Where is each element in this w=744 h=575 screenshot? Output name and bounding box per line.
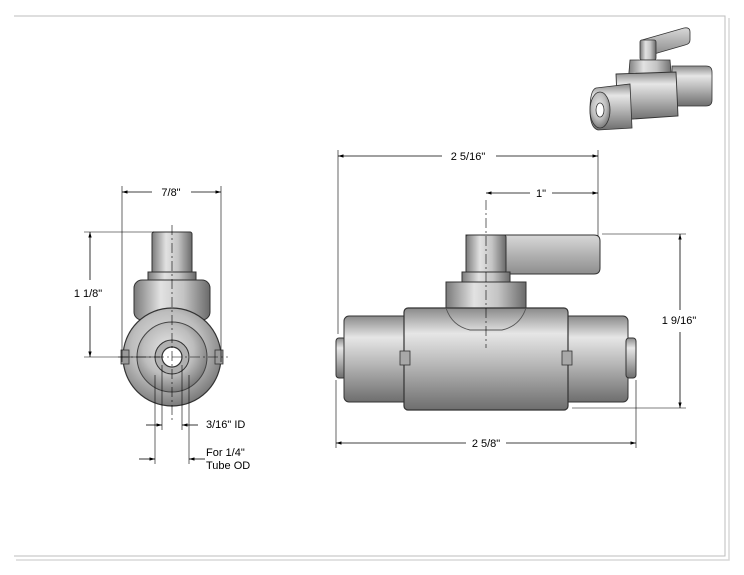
front-body — [403, 307, 569, 411]
front-right-tube-stub — [625, 337, 637, 379]
front-body-tab-left — [399, 350, 411, 366]
front-body-tab-right — [561, 350, 573, 366]
dim-overall-height — [572, 233, 686, 409]
dim-side-height — [84, 231, 160, 358]
iso-stem — [639, 39, 657, 61]
dim-inner-diameter — [146, 365, 198, 430]
dim-tube-od-label-line2: Tube OD — [206, 460, 250, 472]
frame-shadow — [16, 18, 730, 561]
side-view — [118, 225, 228, 420]
iso-port-bore — [595, 102, 605, 118]
dim-overall-height-label: 1 9/16" — [662, 315, 697, 327]
dim-overall-top-label: 2 5/16" — [451, 151, 486, 163]
isometric-view — [589, 27, 713, 131]
drawing-frame — [14, 15, 726, 557]
dim-inner-diameter-label: 3/16" ID — [206, 419, 245, 431]
front-view — [335, 200, 637, 411]
dim-tube-od-label-line1: For 1/4" — [206, 447, 245, 459]
dim-overall-bottom — [335, 380, 637, 448]
dim-side-width — [121, 186, 222, 362]
dim-tube-od — [139, 375, 205, 464]
dim-side-height-label: 1 1/8" — [74, 288, 102, 300]
dim-overall-bottom-label: 2 5/8" — [472, 438, 500, 450]
iso-right-end — [671, 65, 713, 107]
dim-side-width-label: 7/8" — [161, 187, 180, 199]
dim-handle-offset-label: 1" — [536, 188, 546, 200]
